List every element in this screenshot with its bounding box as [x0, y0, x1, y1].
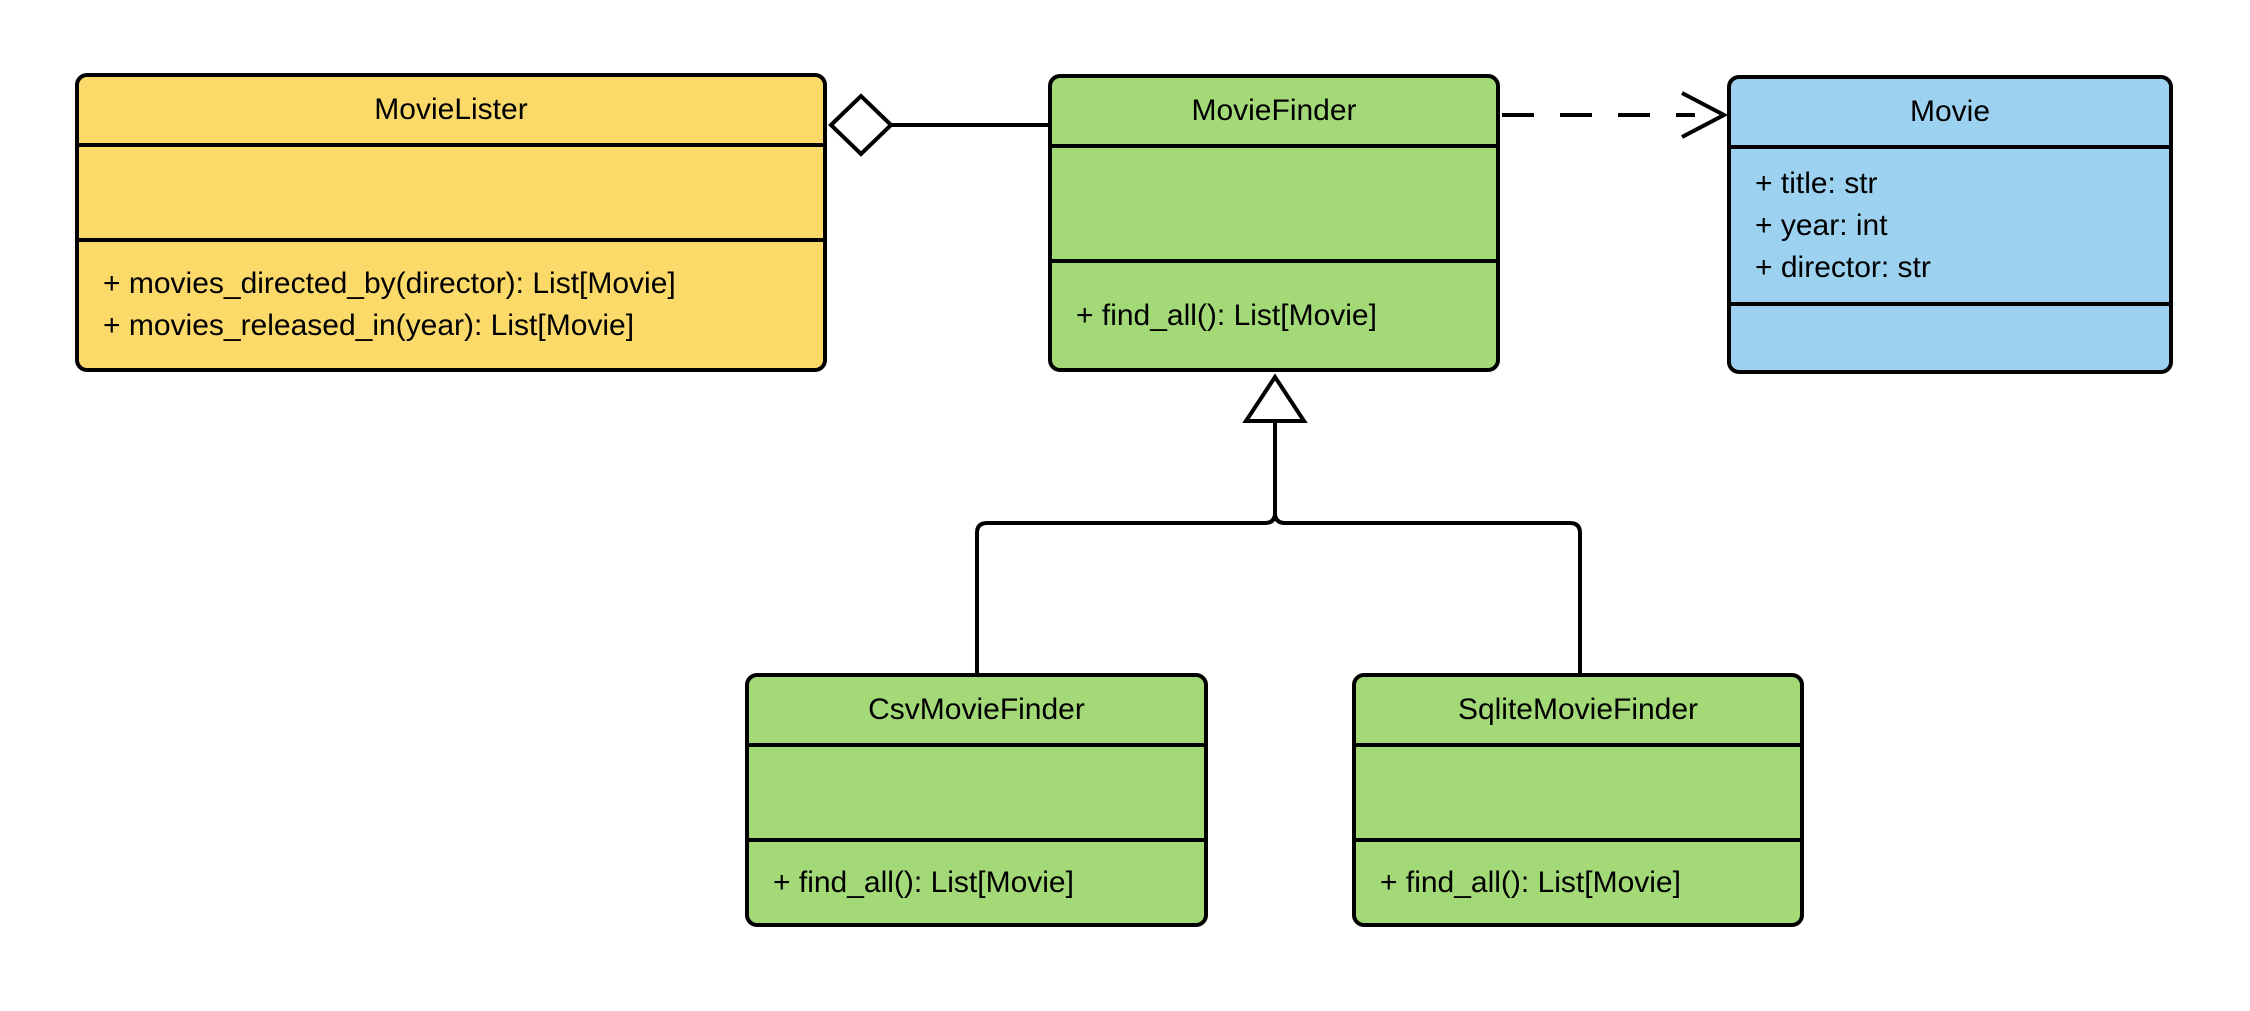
generalization-edges — [975, 373, 1582, 675]
attribute-title: + title: str — [1755, 166, 1878, 200]
class-moviefinder-attributes — [1052, 148, 1496, 263]
attribute-director: + director: str — [1755, 250, 1931, 284]
class-csvmoviefinder-title: CsvMovieFinder — [749, 677, 1204, 747]
inheritance-triangle-icon — [1242, 373, 1308, 423]
method-find-all: + find_all(): List[Movie] — [1076, 298, 1377, 332]
method-find-all: + find_all(): List[Movie] — [773, 865, 1074, 899]
class-movie-attributes: + title: str + year: int + director: str — [1731, 149, 2169, 306]
class-csvmoviefinder-attributes — [749, 747, 1204, 842]
class-sqlitemoviefinder-methods: + find_all(): List[Movie] — [1356, 842, 1800, 923]
generalization-line-csvmoviefinder — [975, 421, 1277, 675]
dependency-edge-moviefinder-movie — [1502, 91, 1729, 139]
class-sqlitemoviefinder: SqliteMovieFinder + find_all(): List[Mov… — [1352, 673, 1804, 927]
class-csvmoviefinder-methods: + find_all(): List[Movie] — [749, 842, 1204, 923]
dependency-open-arrowhead-icon — [1681, 91, 1729, 139]
class-movielister-methods: + movies_directed_by(director): List[Mov… — [79, 242, 823, 368]
method-movies-directed-by: + movies_directed_by(director): List[Mov… — [103, 267, 676, 300]
class-sqlitemoviefinder-title: SqliteMovieFinder — [1356, 677, 1800, 747]
method-movies-released-in: + movies_released_in(year): List[Movie] — [103, 309, 635, 342]
class-moviefinder-title: MovieFinder — [1052, 78, 1496, 148]
class-csvmoviefinder: CsvMovieFinder + find_all(): List[Movie] — [745, 673, 1208, 927]
class-movielister-title: MovieLister — [79, 77, 823, 147]
class-movie-methods — [1731, 306, 2169, 370]
attribute-year: + year: int — [1755, 208, 1888, 242]
method-find-all: + find_all(): List[Movie] — [1380, 865, 1681, 899]
aggregation-edge-movielister-moviefinder — [828, 93, 1048, 157]
aggregation-diamond-icon — [828, 93, 894, 157]
generalization-line-sqlitemoviefinder — [1273, 421, 1582, 675]
class-moviefinder: MovieFinder + find_all(): List[Movie] — [1048, 74, 1500, 372]
class-movie: Movie + title: str + year: int + directo… — [1727, 75, 2173, 374]
class-sqlitemoviefinder-attributes — [1356, 747, 1800, 842]
class-movielister: MovieLister + movies_directed_by(directo… — [75, 73, 827, 372]
class-movie-title: Movie — [1731, 79, 2169, 149]
class-movielister-attributes — [79, 147, 823, 242]
class-moviefinder-methods: + find_all(): List[Movie] — [1052, 263, 1496, 368]
